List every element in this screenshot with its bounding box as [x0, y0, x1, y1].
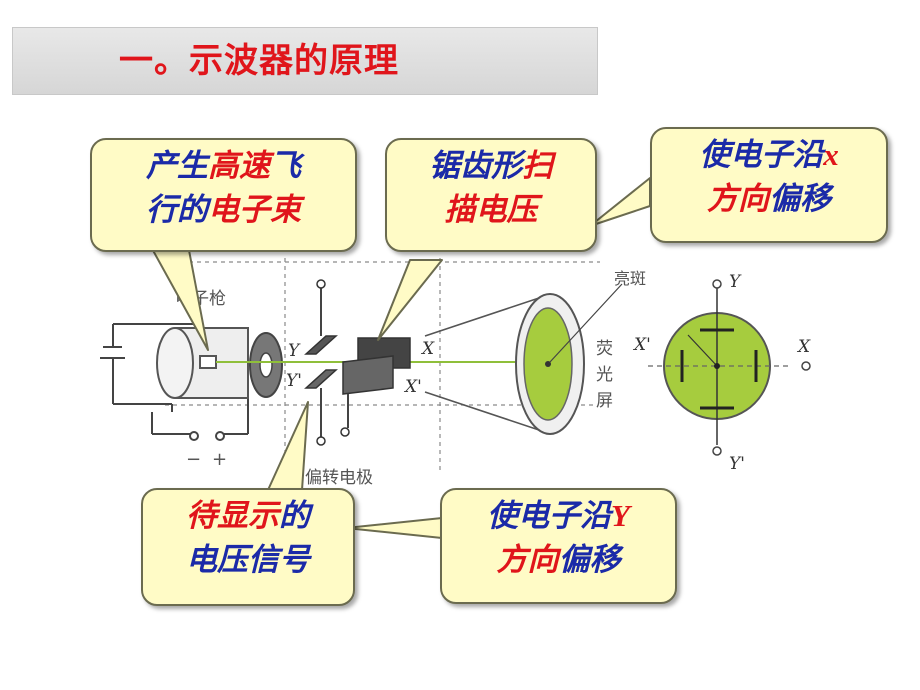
gun-terminals: [189, 431, 225, 441]
terminal-plus-label: +: [212, 449, 227, 470]
callout-y-deflection: 使电子沿Y 方向偏移: [440, 488, 677, 604]
callout-sawtooth-text-3: 描电压: [444, 192, 538, 228]
title-bar: 一。示波器的原理: [12, 27, 598, 95]
electron-gun: [156, 327, 249, 399]
bright-spot-pointer: [549, 283, 623, 363]
screen-x-label: X: [796, 337, 811, 357]
callout-electron-beam-text-1: 产生: [146, 148, 208, 184]
plate-y-prime-label: Y': [286, 371, 302, 391]
callout-x-deflection: 使电子沿x 方向偏移: [650, 127, 888, 243]
callout-x-deflection-text-3: 方向: [707, 181, 769, 217]
fluorescent-screen: [515, 293, 585, 435]
screen-label-char1: 荧: [596, 339, 613, 359]
callout-sawtooth: 锯齿形扫 描电压: [385, 138, 597, 252]
screen-y-prime-label: Y': [729, 454, 745, 474]
anode-ring: [249, 332, 283, 398]
callout-y-deflection-text-3: 方向: [496, 542, 559, 578]
callout-x-deflection-text-4: 偏移: [769, 181, 831, 217]
callout-y-deflection-text-2: Y: [611, 498, 630, 533]
callout-y-deflection-text-1: 使电子沿: [487, 498, 612, 534]
tube-flare: [424, 295, 546, 433]
bright-spot-label: 亮斑: [614, 269, 646, 288]
terminal-minus-label: −: [186, 449, 201, 470]
callout-y-deflection-text-4: 偏移: [558, 542, 621, 578]
deflection-plates-label: 偏转电极: [305, 468, 373, 488]
callout-signal-text-3: 电压信号: [186, 542, 310, 578]
callout-electron-beam: 产生高速飞 行的电子束: [90, 138, 357, 252]
plate-x-label: X: [420, 339, 435, 359]
callout-x-deflection-text-1: 使电子沿: [699, 137, 824, 173]
screen-y-label: Y: [729, 272, 742, 292]
callout-sawtooth-text-2: 扫: [522, 148, 553, 184]
screen-front-view: [648, 279, 811, 456]
callout-electron-beam-text-4: 行的: [146, 192, 208, 228]
screen-label-char3: 屏: [596, 391, 613, 411]
slide-title: 一。示波器的原理: [119, 41, 399, 81]
callout-signal-text-2: 的: [279, 498, 310, 534]
plate-x-prime-label: X': [403, 377, 422, 397]
callout-x-deflection-text-2: x: [823, 137, 839, 172]
callout-electron-beam-text-3: 飞: [270, 148, 301, 184]
callout-electron-beam-text-2: 高速: [208, 148, 270, 184]
screen-x-prime-label: X': [632, 335, 651, 355]
callout-signal: 待显示的 电压信号: [141, 488, 355, 606]
gun-circuit: [100, 323, 249, 435]
y-deflection-plates: [304, 279, 338, 446]
dashed-dividers: [165, 258, 600, 470]
screen-label-char2: 光: [596, 365, 613, 385]
x-deflection-plates: [340, 337, 411, 437]
callout-sawtooth-text-1: 锯齿形: [429, 148, 522, 184]
callout-electron-beam-text-5: 电子束: [208, 192, 301, 228]
plate-y-label: Y: [288, 341, 301, 361]
callout-signal-text-1: 待显示: [186, 498, 279, 534]
